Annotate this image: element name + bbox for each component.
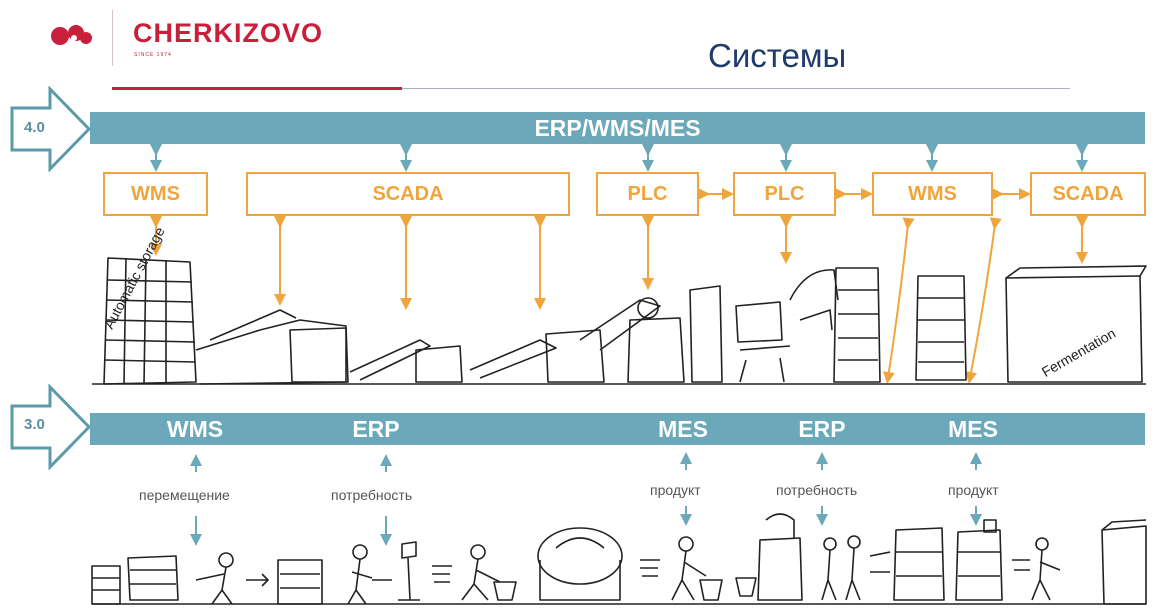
note-potrebnost-2: потребность [776, 482, 858, 498]
brand-since: SINCE 1974 [134, 52, 172, 58]
header-rule [402, 88, 1070, 89]
note-produkt-2: продукт [948, 482, 999, 498]
brand-name: CHERKIZOVO [133, 18, 324, 48]
wms-box-1: WMS [103, 172, 208, 216]
plc-box-1: PLC [596, 172, 699, 216]
page-title: Системы [708, 37, 847, 74]
level-40-arrow-icon [10, 86, 92, 172]
bar-label-erp-1: ERP [352, 415, 400, 442]
header-rule-accent [112, 87, 402, 90]
level30-connectors [190, 452, 982, 546]
bar-label-erp-2: ERP [798, 415, 846, 442]
box-machine-connectors [150, 216, 1088, 384]
production-line-sketch [92, 257, 1147, 385]
note-produkt-1: продукт [650, 482, 701, 498]
bar-box-connectors [150, 144, 1088, 172]
bar-label-wms: WMS [166, 415, 224, 442]
plc-box-2: PLC [733, 172, 836, 216]
sketch-label-automatic-storage: Automatic storage [101, 224, 168, 331]
wms-box-2: WMS [872, 172, 993, 216]
scada-box-1: SCADA [246, 172, 570, 216]
scada-box-2: SCADA [1030, 172, 1146, 216]
level-40-bar: ERP/WMS/MES [90, 112, 1145, 144]
sketch-label-fermentation: Fermentation [1039, 325, 1118, 380]
cherkizovo-logo-icon [51, 25, 92, 45]
manual-process-sketch [91, 513, 1147, 605]
bar-label-mes-1: MES [658, 415, 708, 442]
level-30-bar: WMS ERP MES ERP MES [90, 413, 1145, 445]
level-30-arrow-icon [10, 384, 92, 470]
note-peremeshchenie: перемещение [139, 487, 230, 503]
bar-label-mes-2: MES [948, 415, 998, 442]
note-potrebnost-1: потребность [331, 487, 413, 503]
header-divider [112, 10, 113, 66]
level-40-label: 4.0 [24, 119, 45, 136]
level-30-label: 3.0 [24, 416, 45, 433]
erp-wms-mes-label: ERP/WMS/MES [534, 114, 701, 141]
